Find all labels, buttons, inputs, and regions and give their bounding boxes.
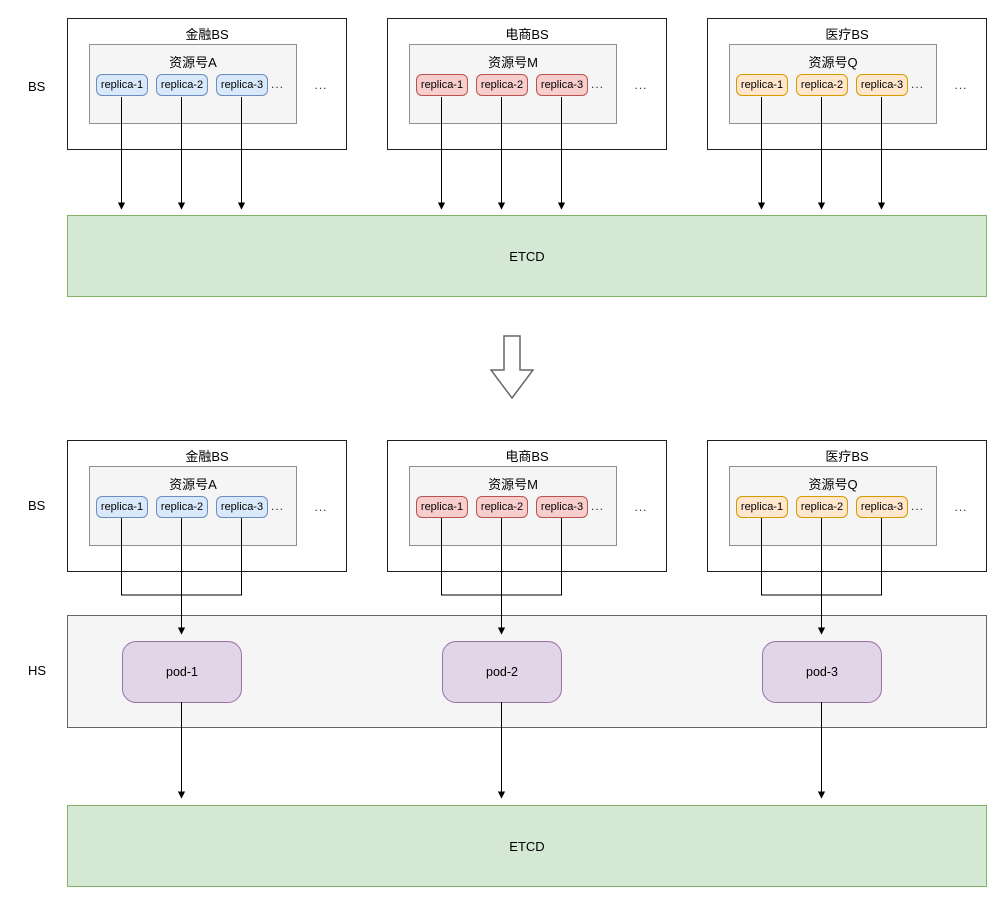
resource-title: 资源号Q	[808, 477, 858, 492]
replica-chip: replica-3	[856, 496, 908, 518]
group-title: 电商BS	[505, 27, 549, 42]
resource-title: 资源号M	[488, 55, 538, 70]
resource-title: 资源号Q	[808, 55, 858, 70]
ellipsis: ...	[911, 77, 925, 91]
ellipsis: ...	[591, 77, 605, 91]
resource-box: 资源号Q replica-1 replica-2 replica-3 ...	[729, 44, 937, 124]
replica-chip: replica-2	[476, 496, 528, 518]
ellipsis: ...	[954, 500, 968, 514]
group-box-finance-bottom: 金融BS 资源号A replica-1 replica-2 replica-3 …	[67, 440, 347, 572]
big-down-arrow-icon	[489, 335, 535, 400]
group-box-ecommerce-bottom: 电商BS 资源号M replica-1 replica-2 replica-3 …	[387, 440, 667, 572]
ellipsis: ...	[271, 499, 285, 513]
resource-box: 资源号M replica-1 replica-2 replica-3 ...	[409, 466, 617, 546]
replica-chip: replica-2	[156, 496, 208, 518]
replica-chip: replica-2	[476, 74, 528, 96]
etcd-label: ETCD	[509, 248, 545, 264]
replica-chip: replica-1	[416, 496, 468, 518]
resource-title: 资源号A	[169, 55, 217, 70]
replica-chip: replica-1	[96, 74, 148, 96]
group-title: 金融BS	[185, 27, 229, 42]
group-box-ecommerce-top: 电商BS 资源号M replica-1 replica-2 replica-3 …	[387, 18, 667, 150]
resource-title: 资源号M	[488, 477, 538, 492]
replica-chip: replica-1	[736, 496, 788, 518]
replica-chip: replica-1	[416, 74, 468, 96]
pod-3: pod-3	[762, 641, 882, 703]
replica-chip: replica-3	[856, 74, 908, 96]
group-title: 医疗BS	[825, 449, 869, 464]
ellipsis: ...	[271, 77, 285, 91]
ellipsis: ...	[911, 499, 925, 513]
replica-chip: replica-3	[536, 496, 588, 518]
replica-chip: replica-3	[216, 74, 268, 96]
resource-box: 资源号Q replica-1 replica-2 replica-3 ...	[729, 466, 937, 546]
ellipsis: ...	[314, 78, 328, 92]
replica-chip: replica-1	[96, 496, 148, 518]
ellipsis: ...	[634, 500, 648, 514]
resource-box: 资源号A replica-1 replica-2 replica-3 ...	[89, 44, 297, 124]
group-box-finance-top: 金融BS 资源号A replica-1 replica-2 replica-3 …	[67, 18, 347, 150]
hs-row-label: HS	[28, 663, 47, 678]
pod-1: pod-1	[122, 641, 242, 703]
etcd-bar-top: ETCD	[67, 215, 987, 297]
ellipsis: ...	[634, 78, 648, 92]
group-title: 金融BS	[185, 449, 229, 464]
replica-chip: replica-2	[156, 74, 208, 96]
group-box-medical-top: 医疗BS 资源号Q replica-1 replica-2 replica-3 …	[707, 18, 987, 150]
replica-chip: replica-3	[536, 74, 588, 96]
ellipsis: ...	[314, 500, 328, 514]
replica-chip: replica-2	[796, 496, 848, 518]
resource-box: 资源号A replica-1 replica-2 replica-3 ...	[89, 466, 297, 546]
pod-2: pod-2	[442, 641, 562, 703]
group-title: 电商BS	[505, 449, 549, 464]
ellipsis: ...	[591, 499, 605, 513]
resource-title: 资源号A	[169, 477, 217, 492]
replica-chip: replica-2	[796, 74, 848, 96]
replica-chip: replica-1	[736, 74, 788, 96]
etcd-bar-bottom: ETCD	[67, 805, 987, 887]
group-title: 医疗BS	[825, 27, 869, 42]
ellipsis: ...	[954, 78, 968, 92]
bs-row-label-top: BS	[28, 79, 46, 94]
replica-chip: replica-3	[216, 496, 268, 518]
bs-row-label-bottom: BS	[28, 498, 46, 513]
etcd-label: ETCD	[509, 838, 545, 854]
resource-box: 资源号M replica-1 replica-2 replica-3 ...	[409, 44, 617, 124]
group-box-medical-bottom: 医疗BS 资源号Q replica-1 replica-2 replica-3 …	[707, 440, 987, 572]
